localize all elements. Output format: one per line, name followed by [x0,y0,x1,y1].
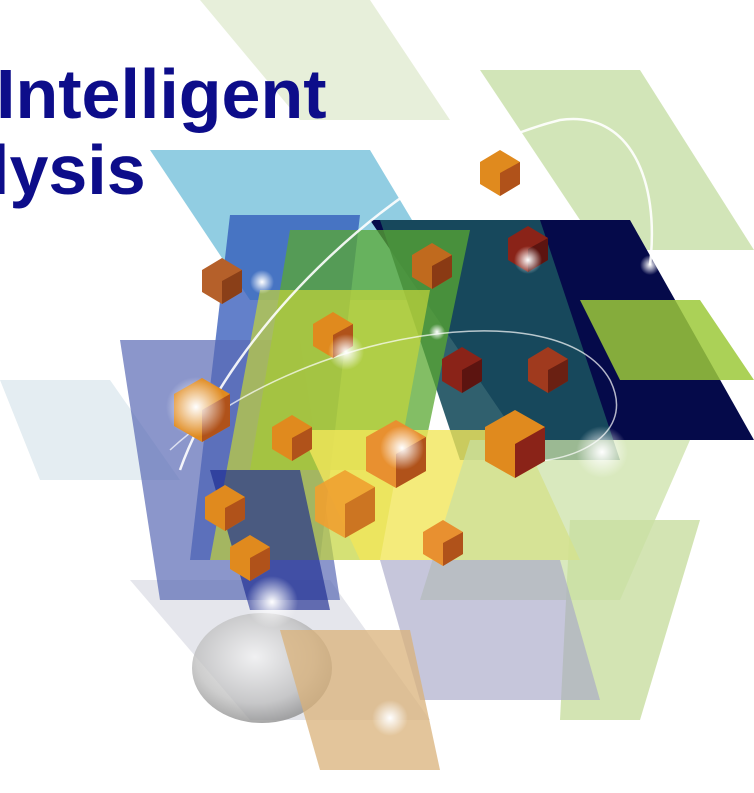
sparkle-light [429,324,445,340]
sparkle-light [576,426,628,478]
cube-shape [315,470,375,538]
lime-strip-panel [580,300,754,380]
sparkle-light [640,255,660,275]
sparkle-light [250,270,274,294]
slide-title: Intelligent lysis [0,56,327,208]
cube-shape [230,535,270,581]
bg-panel [480,70,754,250]
bg-panel [200,0,450,120]
tan-panel [280,630,440,770]
title-line-1: Intelligent [0,55,327,133]
cube-shape [442,347,482,393]
bg-panel [0,380,180,480]
cube-shape [202,258,242,304]
cube-shape [480,150,520,196]
sparkle-light [514,246,542,274]
cube-shape [205,485,245,531]
lavender-panel [380,560,600,700]
cube-shape [272,415,312,461]
title-line-2: lysis [0,131,146,209]
sparkle-light [328,334,364,370]
swoosh-arc [169,330,618,463]
cube-shape [423,520,463,566]
sparkle-light [372,700,408,736]
cube-shape [528,347,568,393]
sparkle-light [246,576,298,628]
sparkle-light [166,377,226,437]
swoosh-arc [178,117,654,471]
sparkle-light [380,426,424,470]
cube-shape [412,243,452,289]
cube-shape [485,410,545,478]
